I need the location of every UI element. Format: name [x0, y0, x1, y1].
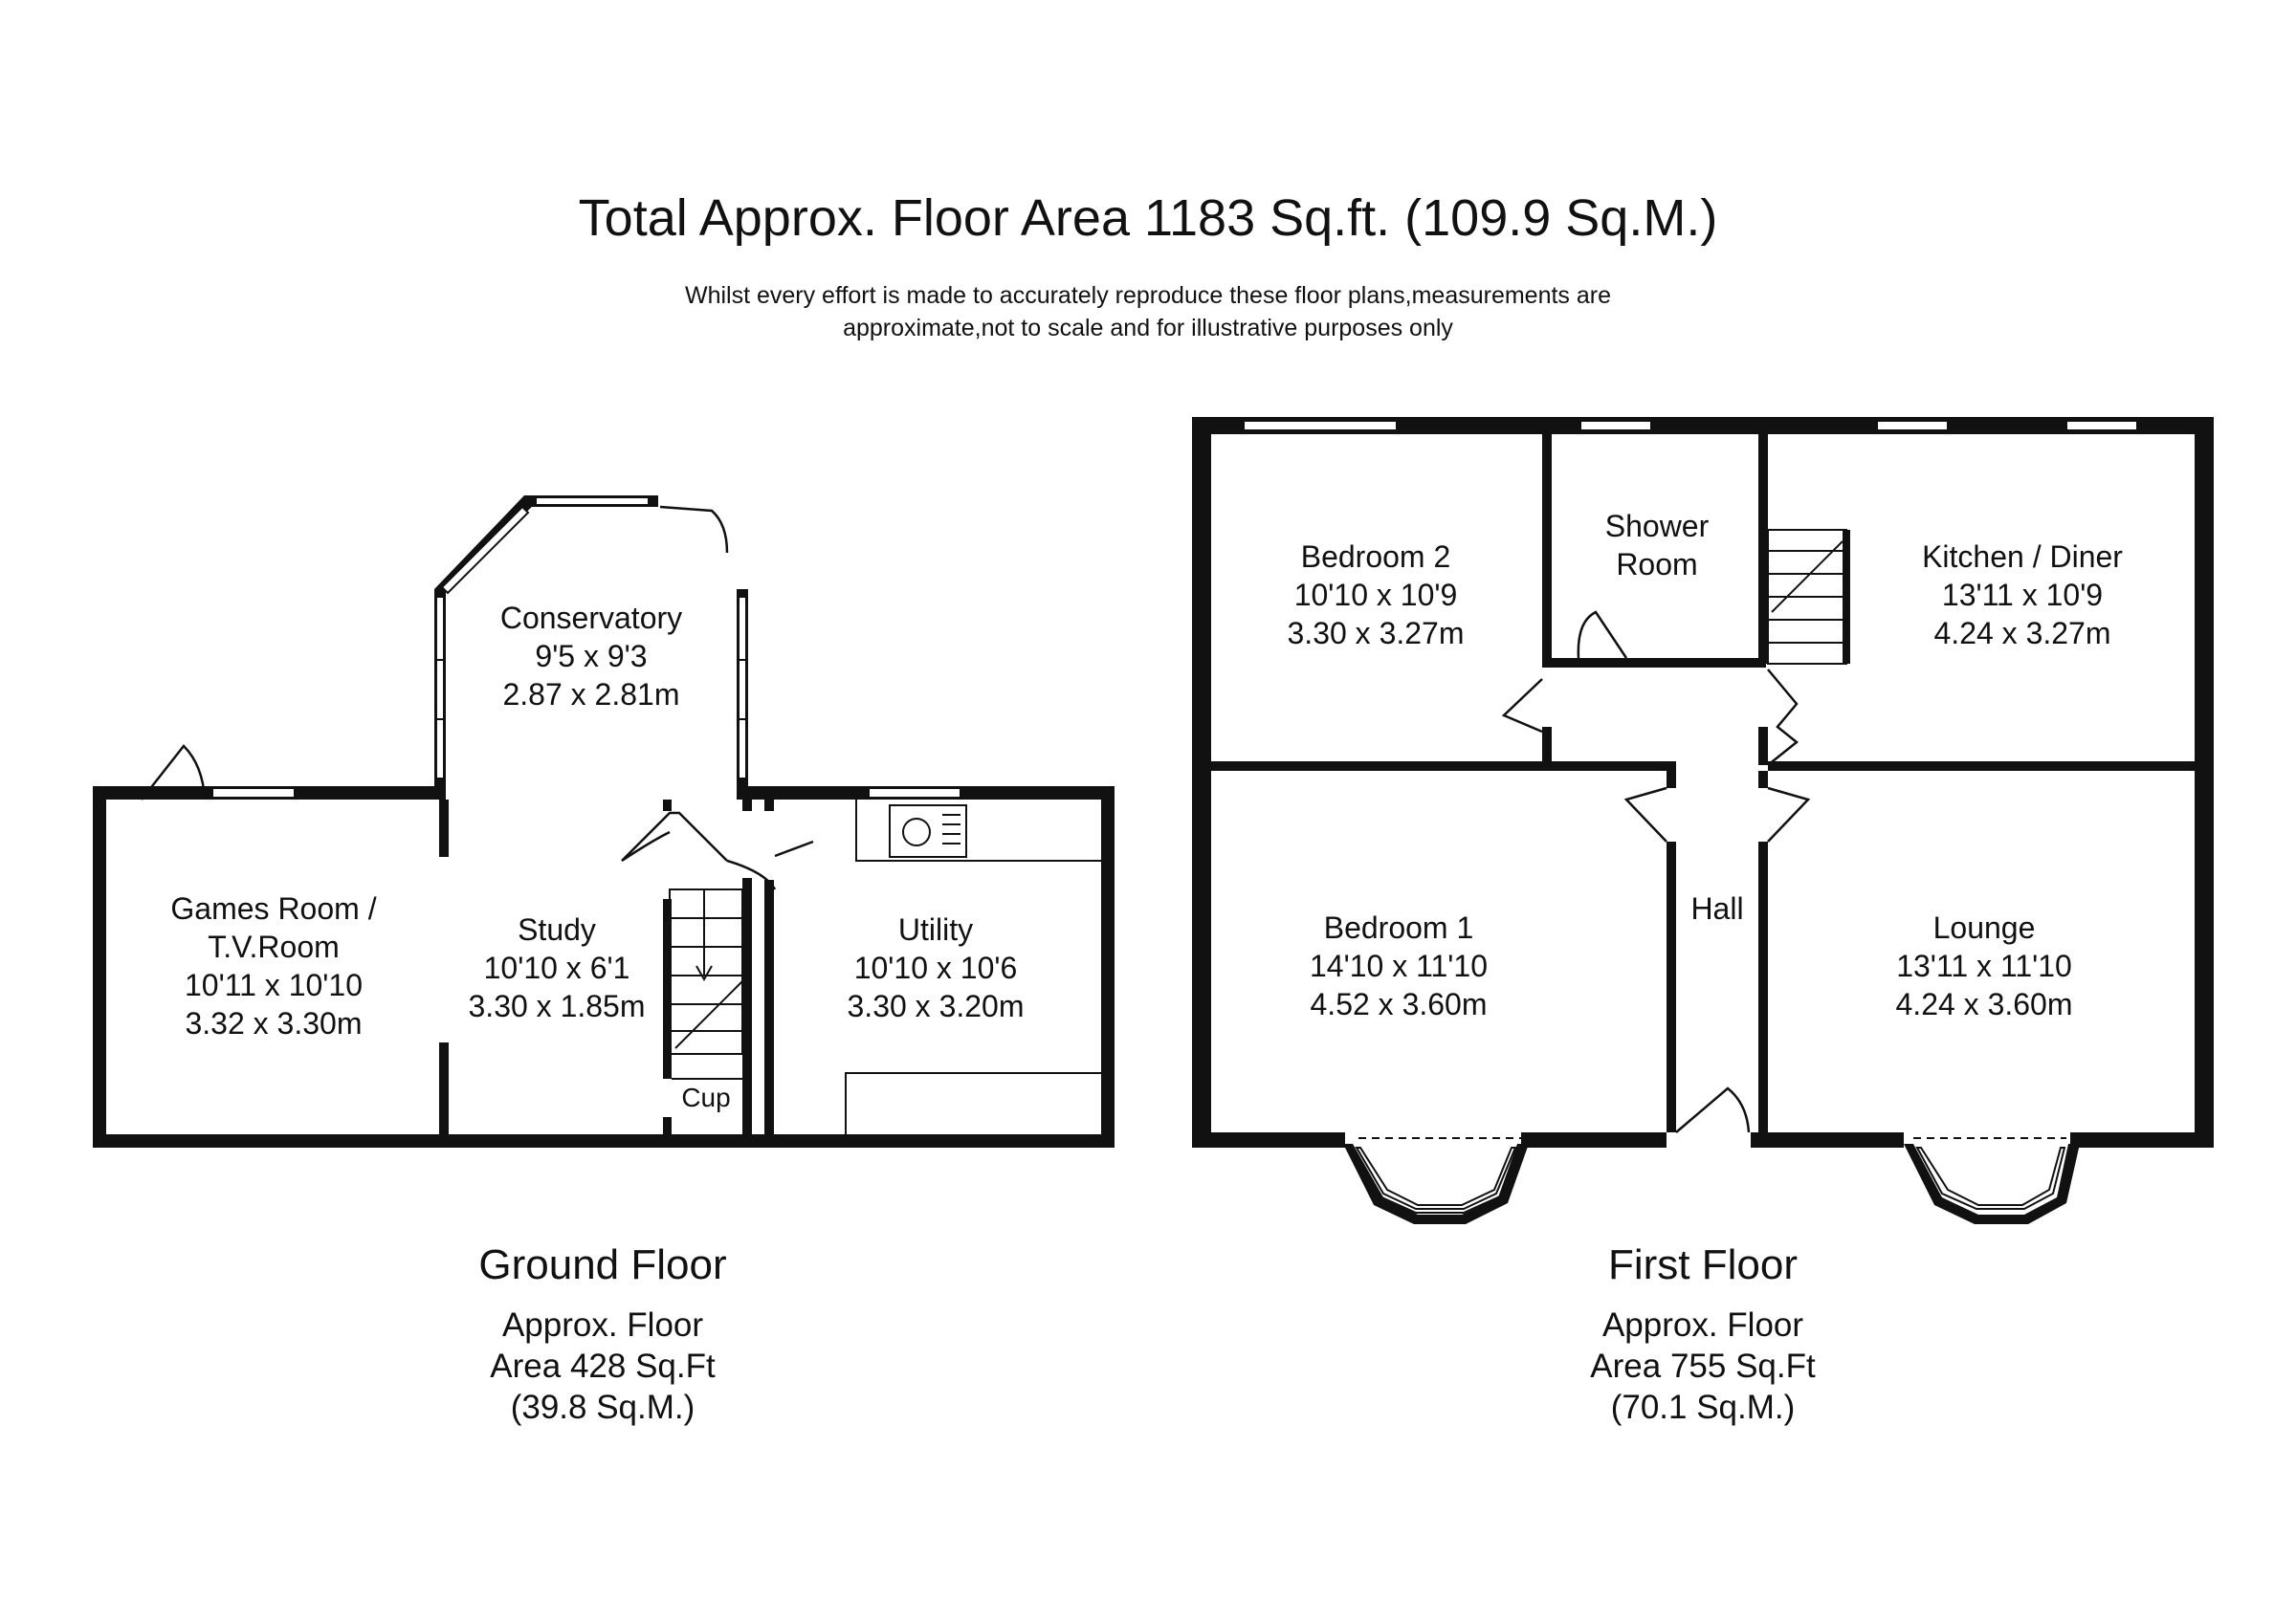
room-label-utility: Utility 10'10 x 10'6 3.30 x 3.20m: [848, 910, 1025, 1025]
room-name-line-1: Shower: [1604, 509, 1710, 543]
ground-floor-doors: [141, 505, 814, 890]
room-metric: 3.30 x 1.85m: [468, 989, 646, 1023]
floor-area-line-2: Area 755 Sq.Ft: [1590, 1348, 1816, 1385]
room-name: Conservatory: [499, 601, 683, 635]
room-imperial: 10'10 x 10'6: [853, 951, 1018, 985]
room-metric: 4.24 x 3.27m: [1933, 616, 2111, 650]
room-name: Study: [518, 912, 596, 947]
room-imperial: 9'5 x 9'3: [535, 639, 648, 673]
floor-area-line-1: Approx. Floor: [501, 1306, 704, 1344]
room-imperial: 10'11 x 10'10: [184, 968, 363, 1002]
floor-area-line-3: (70.1 Sq.M.): [1610, 1389, 1796, 1426]
room-label-study: Study 10'10 x 6'1 3.30 x 1.85m: [469, 910, 646, 1025]
ground-floor-fixtures: [669, 800, 1101, 1134]
room-name: Cup: [681, 1083, 731, 1112]
room-imperial: 10'10 x 10'9: [1293, 578, 1458, 612]
room-label-conservatory: Conservatory 9'5 x 9'3 2.87 x 2.81m: [500, 599, 682, 713]
floor-area-line-2: Area 428 Sq.Ft: [490, 1348, 716, 1385]
room-label-bedroom-1: Bedroom 1 14'10 x 11'10 4.52 x 3.60m: [1310, 909, 1488, 1023]
first-floor-windows: [1243, 420, 2138, 1224]
disclaimer-line-2: approximate,not to scale and for illustr…: [843, 315, 1453, 341]
disclaimer-line-1: Whilst every effort is made to accuratel…: [684, 282, 1612, 309]
first-floor-stairs: [1767, 529, 1850, 665]
floor-area: Approx. Floor Area 755 Sq.Ft (70.1 Sq.M.…: [1590, 1305, 1815, 1428]
room-label-shower-room: Shower Room: [1605, 507, 1710, 583]
ground-floor-windows: [211, 496, 961, 799]
room-name: Bedroom 2: [1300, 539, 1451, 574]
room-name: Utility: [897, 912, 974, 947]
room-metric: 3.30 x 3.20m: [847, 989, 1025, 1023]
room-name: Hall: [1690, 891, 1744, 926]
disclaimer: Whilst every effort is made to accuratel…: [0, 279, 2296, 344]
floor-name: Ground Floor: [478, 1241, 727, 1288]
room-metric: 3.32 x 3.30m: [185, 1006, 363, 1041]
room-label-games-room: Games Room / T.V.Room 10'11 x 10'10 3.32…: [170, 889, 376, 1042]
floor-area-line-1: Approx. Floor: [1601, 1306, 1804, 1344]
first-floor-doors: [1501, 610, 1811, 1133]
bay-window-lounge: [1904, 1137, 2080, 1224]
room-name-line-2: T.V.Room: [208, 930, 340, 964]
room-label-lounge: Lounge 13'11 x 11'10 4.24 x 3.60m: [1896, 909, 2073, 1023]
first-floor-caption: First Floor Approx. Floor Area 755 Sq.Ft…: [1590, 1239, 1815, 1428]
room-metric: 4.24 x 3.60m: [1895, 987, 2073, 1021]
room-imperial: 10'10 x 6'1: [483, 951, 630, 985]
page-title: Total Approx. Floor Area 1183 Sq.ft. (10…: [578, 189, 1718, 247]
floor-area-line-3: (39.8 Sq.M.): [510, 1389, 695, 1426]
room-imperial: 14'10 x 11'10: [1310, 949, 1488, 983]
room-label-bedroom-2: Bedroom 2 10'10 x 10'9 3.30 x 3.27m: [1288, 537, 1465, 652]
room-name: Bedroom 1: [1323, 910, 1474, 945]
floor-name: First Floor: [1607, 1241, 1798, 1288]
room-name: Lounge: [1932, 910, 2036, 945]
ground-floor-walls: [93, 495, 1115, 1148]
room-metric: 3.30 x 3.27m: [1287, 616, 1465, 650]
room-name-line-2: Room: [1616, 547, 1698, 581]
room-label-hall: Hall: [1690, 889, 1743, 928]
room-metric: 2.87 x 2.81m: [502, 677, 680, 712]
ground-floor-caption: Ground Floor Approx. Floor Area 428 Sq.F…: [478, 1239, 726, 1428]
room-label-cup: Cup: [681, 1079, 730, 1117]
room-label-kitchen-diner: Kitchen / Diner 13'11 x 10'9 4.24 x 3.27…: [1922, 537, 2123, 652]
room-metric: 4.52 x 3.60m: [1310, 987, 1488, 1021]
room-imperial: 13'11 x 11'10: [1896, 949, 2072, 983]
bay-window-bedroom1: [1343, 1137, 1529, 1224]
first-floor-walls: [1192, 417, 2214, 1148]
floor-area: Approx. Floor Area 428 Sq.Ft (39.8 Sq.M.…: [478, 1305, 726, 1428]
room-name-line-1: Games Room /: [170, 891, 377, 926]
room-imperial: 13'11 x 10'9: [1941, 578, 2104, 612]
room-name: Kitchen / Diner: [1922, 539, 2123, 574]
